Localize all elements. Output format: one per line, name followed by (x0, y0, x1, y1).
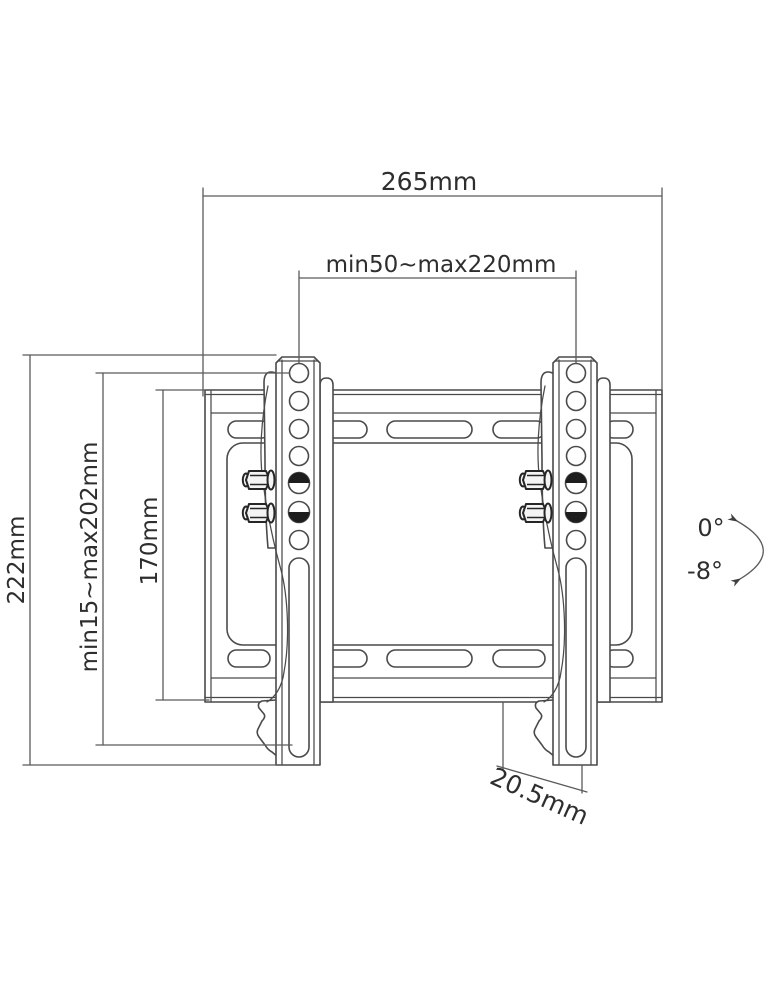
overall-width-label: 265mm (381, 167, 477, 196)
plate-height-label: 170mm (137, 497, 163, 586)
bolt-washer (543, 469, 553, 491)
tension-wire (537, 385, 566, 703)
dim-overall-width: 265mm (202, 167, 663, 397)
wall-plate-inner-panel (226, 442, 633, 646)
tilt-lock-bolt (241, 469, 276, 491)
mount-width-range-label: min50~max220mm (326, 252, 557, 278)
bolt-washer (266, 502, 276, 524)
mounting-hole (565, 418, 587, 440)
mounting-hole (288, 418, 310, 440)
dim-mount-height-range: min15~max202mm (77, 372, 293, 746)
tilt-lock-bolt (518, 502, 553, 524)
plate-slot (386, 649, 473, 668)
bolt-hole-fill (288, 512, 310, 523)
tension-wire (260, 385, 289, 703)
mounting-hole (565, 445, 587, 467)
bolt-hex-head (245, 470, 271, 490)
vertical-slot (288, 557, 310, 758)
bottom-claw (533, 699, 556, 758)
side-flange (596, 377, 611, 703)
right-tv-bracket (518, 356, 611, 766)
dim-mount-width-range: min50~max220mm (298, 252, 577, 364)
overall-height-label: 222mm (4, 516, 30, 605)
bolt-washer (543, 502, 553, 524)
mounting-hole (288, 529, 310, 551)
mounting-hole (288, 445, 310, 467)
tilt-lock-bolt (241, 502, 276, 524)
dim-overall-height: 222mm (4, 354, 278, 766)
bolt-hole-fill (565, 472, 587, 483)
mounting-hole (565, 390, 587, 412)
mounting-hole (288, 362, 310, 384)
mounting-hole (288, 390, 310, 412)
tilt-range-arrow-icon (727, 513, 764, 587)
mounting-hole (565, 529, 587, 551)
bottom-depth-label: 20.5mm (486, 762, 593, 831)
bolt-hex-head (245, 503, 271, 523)
tilt-annotation: 0° -8° (687, 513, 764, 587)
mount-height-range-label: min15~max202mm (77, 442, 103, 673)
tilt-upper-label: 0° (697, 514, 724, 542)
bolt-washer (266, 469, 276, 491)
plate-slot (492, 649, 546, 668)
mounting-hole (565, 362, 587, 384)
bolt-hole-fill (565, 512, 587, 523)
bolt-hex-head (522, 470, 548, 490)
tilt-lower-label: -8° (687, 557, 723, 585)
bolt-hex-head (522, 503, 548, 523)
dim-plate-height: 170mm (137, 389, 210, 701)
bottom-claw (256, 699, 279, 758)
tilt-lock-bolt (518, 469, 553, 491)
plate-slot (227, 649, 271, 668)
vertical-slot (565, 557, 587, 758)
side-flange (319, 377, 334, 703)
bolt-hole-fill (288, 472, 310, 483)
plate-slot (386, 420, 473, 439)
left-tv-bracket (241, 356, 334, 766)
